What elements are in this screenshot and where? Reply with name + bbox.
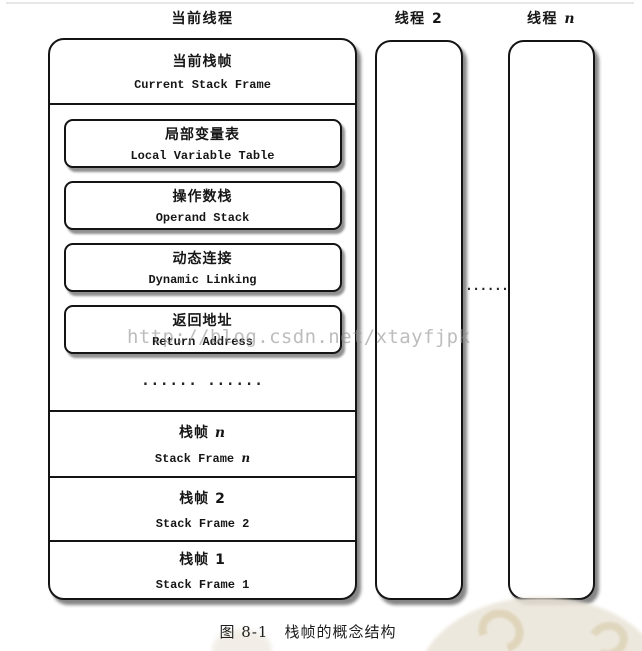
- local-variable-table-box: 局部变量表 Local Variable Table: [63, 119, 342, 168]
- stack-frame-1-label-en: Stack Frame 1: [156, 578, 250, 592]
- threads-ellipsis: ......: [465, 279, 509, 293]
- stack-frame-2-label-zh: 栈帧 2: [179, 488, 226, 508]
- dynamic-linking-label-en: Dynamic Linking: [148, 273, 257, 287]
- stack-frame-n-zh-var: n: [214, 425, 227, 441]
- current-stack-frame-label-en: Current Stack Frame: [134, 78, 271, 92]
- stack-frame-1-label-zh: 栈帧 1: [179, 549, 226, 569]
- stack-frame-1-zh-text: 栈帧: [179, 551, 216, 568]
- stack-frame-n-zh-text: 栈帧: [178, 425, 215, 441]
- thread-2-title: 线程 2: [394, 11, 444, 27]
- stack-frame-n-section: 栈帧 n Stack Frame n: [50, 410, 355, 476]
- thread-n-title-prefix: 线程: [526, 11, 565, 27]
- frame-contents-section: 局部变量表 Local Variable Table 操作数栈 Operand …: [50, 103, 355, 410]
- stack-frame-n-en-var: n: [241, 451, 251, 465]
- stack-frame-1-en-num: 1: [242, 577, 250, 592]
- local-variable-table-label-zh: 局部变量表: [165, 127, 240, 143]
- current-thread-title: 当前线程: [171, 11, 234, 27]
- thread-n-title-var: n: [564, 11, 577, 27]
- stack-frame-1-zh-num: 1: [215, 551, 226, 568]
- stack-frame-n-label-en: Stack Frame n: [155, 451, 250, 466]
- stack-frame-2-en-text: Stack Frame: [155, 516, 243, 531]
- return-address-label-en: Return Address: [152, 335, 253, 349]
- thread-n-stack-column: [508, 40, 595, 600]
- dynamic-linking-label-zh: 动态连接: [172, 251, 233, 267]
- stack-frame-n-label-zh: 栈帧 n: [179, 422, 226, 442]
- local-variable-table-label-en: Local Variable Table: [130, 149, 275, 163]
- return-address-box: 返回地址 Return Address: [63, 305, 342, 354]
- stamp-watermark-glyph: [583, 616, 633, 651]
- operand-stack-label-zh: 操作数栈: [172, 189, 233, 205]
- stack-frame-2-zh-num: 2: [215, 490, 226, 507]
- frame-contents-ellipsis: ...... ......: [141, 373, 264, 389]
- stack-frame-2-section: 栈帧 2 Stack Frame 2: [50, 476, 355, 540]
- figure-caption: 图 8-1 栈帧的概念结构: [219, 623, 397, 641]
- scan-artifact-line: [6, 2, 634, 4]
- current-thread-stack-column: 当前栈帧 Current Stack Frame 局部变量表 Local Var…: [48, 38, 357, 600]
- dynamic-linking-box: 动态连接 Dynamic Linking: [63, 243, 342, 292]
- stack-frame-2-en-num: 2: [242, 516, 250, 531]
- return-address-label-zh: 返回地址: [172, 313, 233, 329]
- thread-n-title: 线程 n: [508, 8, 595, 28]
- current-stack-frame-label-zh: 当前栈帧: [172, 54, 233, 70]
- stack-frame-2-label-en: Stack Frame 2: [156, 517, 250, 531]
- operand-stack-label-en: Operand Stack: [155, 211, 250, 225]
- stack-frame-n-en-text: Stack Frame: [154, 452, 242, 466]
- thread-2-stack-column: [375, 40, 463, 600]
- operand-stack-box: 操作数栈 Operand Stack: [63, 181, 342, 230]
- stack-frame-1-section: 栈帧 1 Stack Frame 1: [50, 540, 355, 598]
- current-stack-frame-section: 当前栈帧 Current Stack Frame: [50, 40, 355, 103]
- stack-frame-1-en-text: Stack Frame: [155, 577, 243, 592]
- stack-frame-2-zh-text: 栈帧: [179, 490, 216, 507]
